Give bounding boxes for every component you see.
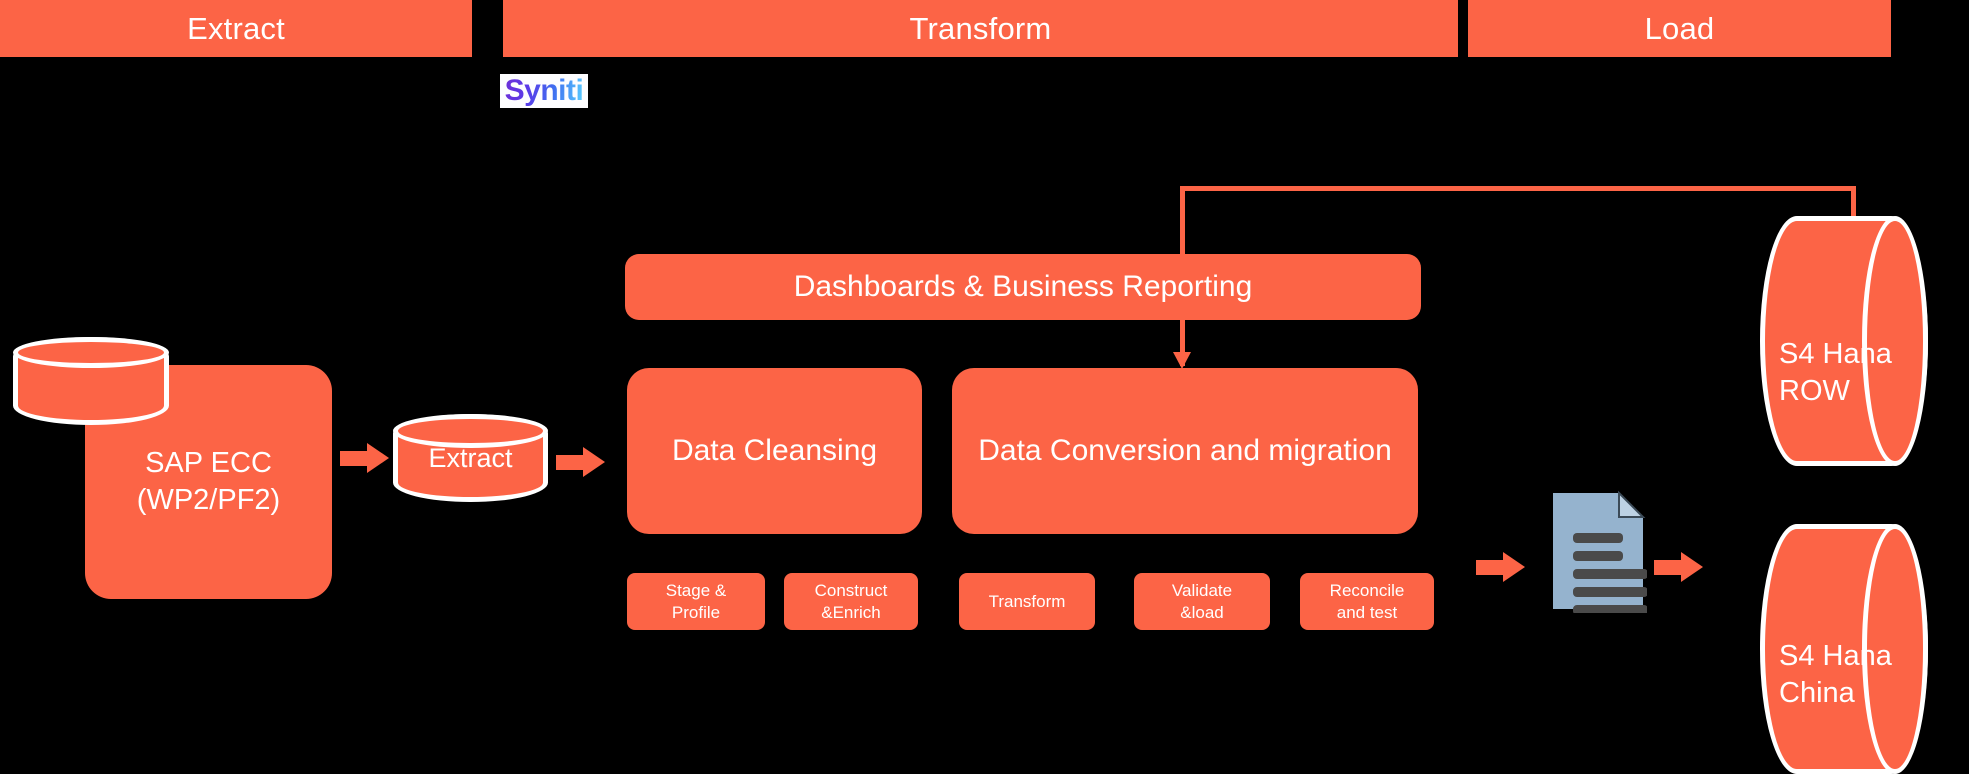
step-box-construct-enrich: Construct &Enrich	[784, 573, 918, 630]
extract-cylinder-label: Extract	[428, 442, 513, 473]
data-cleansing-label: Data Cleansing	[671, 434, 878, 467]
arrow-head	[367, 443, 389, 473]
phase-header-load-label: Load	[1644, 10, 1715, 46]
source-database-cylinder-icon	[13, 337, 169, 425]
target-database-cylinder-icon-s4-hana-china: S4 Hana China	[1760, 524, 1928, 774]
arrow-right-icon-document-to-target	[1654, 552, 1704, 583]
sap-ecc-label: SAP ECC (WP2/PF2)	[136, 446, 281, 516]
step-label: Transform	[988, 591, 1066, 611]
step-box-transform: Transform	[959, 573, 1095, 630]
step-box-validate-load: Validate &load	[1134, 573, 1270, 630]
arrow-right-icon-to-document	[1476, 552, 1526, 583]
phase-header-extract-label: Extract	[187, 10, 285, 46]
connector-arrowhead-down-icon	[1173, 352, 1191, 369]
extract-database-cylinder-icon: Extract	[393, 414, 548, 502]
arrow-head	[1681, 552, 1703, 582]
arrow-shaft	[340, 451, 370, 466]
step-box-reconcile-test: Reconcile and test	[1300, 573, 1434, 630]
target-database-cylinder-icon-s4-hana-row: S4 Hana ROW	[1760, 216, 1928, 466]
arrow-shaft	[1476, 560, 1506, 575]
arrow-head	[583, 447, 605, 477]
arrow-shaft	[556, 455, 586, 470]
syniti-logo: Syniti	[500, 74, 588, 108]
step-label: Reconcile and test	[1329, 581, 1405, 622]
arrow-shaft	[1654, 560, 1684, 575]
phase-header-extract: Extract	[0, 0, 472, 57]
phase-header-transform: Transform	[503, 0, 1458, 57]
step-box-stage-profile: Stage & Profile	[627, 573, 765, 630]
dashboards-reporting-label: Dashboards & Business Reporting	[793, 270, 1253, 303]
sap-ecc-box: SAP ECC (WP2/PF2)	[85, 365, 332, 599]
data-cleansing-box: Data Cleansing	[627, 368, 922, 534]
step-label: Stage & Profile	[665, 581, 727, 622]
phase-header-transform-label: Transform	[909, 10, 1052, 46]
step-label: Validate &load	[1171, 581, 1233, 622]
step-label: Construct &Enrich	[814, 581, 888, 622]
arrow-right-icon-sap-to-extract	[340, 443, 390, 474]
target-label-s4-hana-china: S4 Hana China	[1779, 640, 1892, 710]
document-icon	[1549, 489, 1648, 615]
syniti-wordmark: Syniti	[504, 74, 584, 107]
dashboards-reporting-box: Dashboards & Business Reporting	[625, 254, 1421, 320]
data-conversion-box: Data Conversion and migration	[952, 368, 1418, 534]
arrow-head	[1503, 552, 1525, 582]
connector-horizontal-top	[1180, 186, 1856, 191]
phase-header-load: Load	[1468, 0, 1891, 57]
connector-vertical-right	[1851, 186, 1856, 226]
arrow-right-icon-extract-to-transform	[556, 447, 606, 478]
data-conversion-label: Data Conversion and migration	[978, 434, 1392, 467]
target-label-s4-hana-row: S4 Hana ROW	[1779, 338, 1892, 408]
